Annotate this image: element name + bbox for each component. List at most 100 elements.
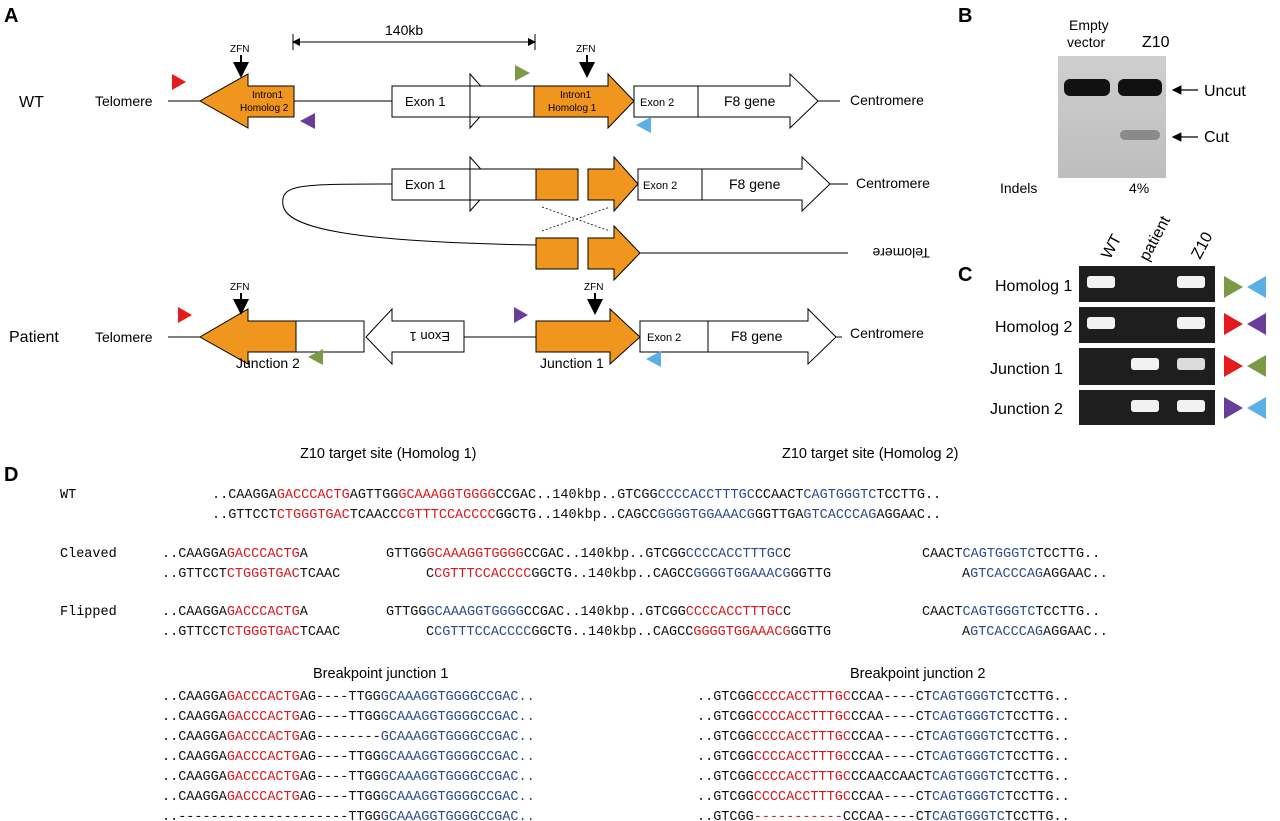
sequence-line: ..CAAGGAGACCCACTGAGTTGGGCAAAGGTGGGGCCGAC… — [212, 488, 941, 503]
mid-centromere-label: Centromere — [856, 175, 930, 191]
cut-label: Cut — [1204, 129, 1229, 146]
sequence-line: ..GTCGGCCCCACCTTTGCCCAA----CTCAGTGGGTCTC… — [697, 790, 1070, 805]
sequence-segment: ..---------------------TTGG — [162, 810, 381, 821]
gel-c-col-wt-group: WT — [1099, 232, 1126, 262]
sequence-line: CCGTTTCCACCCCGGCTG..140kbp..CAGCCGGGGTGG… — [426, 625, 831, 640]
gel-b-lane1-label-2: vector — [1067, 34, 1105, 50]
sequence-segment: GCAAAGGTGGGGCCGAC.. — [381, 690, 535, 705]
sequence-line: ..---------------------TTGGGCAAAGGTGGGGC… — [162, 810, 535, 821]
panel-label-c: C — [958, 264, 972, 286]
sequence-segment: AG----TTGG — [300, 750, 381, 765]
sequence-segment: ..GTCGG — [697, 810, 754, 821]
indels-label: Indels — [1000, 180, 1037, 196]
primer-pair-homolog2-red — [1224, 313, 1243, 335]
primer-pair-junction1-red — [1224, 355, 1243, 377]
primer-purple-patient — [514, 307, 528, 323]
sequence-line: ..GTCGGCCCCACCTTTGCCCAA----CTCAGTGGGTCTC… — [697, 750, 1070, 765]
sequence-segment: TCCTTG.. — [1035, 605, 1100, 620]
sequence-segment: GGGGTGGAAACG — [658, 508, 755, 523]
panel-label-a: A — [4, 5, 18, 27]
mid-orange-left-bottom — [535, 237, 579, 270]
gel-b-band-uncut-lane1 — [1064, 79, 1110, 96]
sequence-segment: GTCACCCAG — [970, 567, 1043, 582]
sequence-segment: GGCTG..140kbp..CAGCC — [531, 567, 693, 582]
sequence-segment: C — [783, 547, 791, 562]
gel-c-band — [1177, 276, 1205, 288]
intron1-homolog2-block — [198, 73, 295, 129]
sequence-line: ..CAAGGAGACCCACTGAG--------GCAAAGGTGGGGC… — [162, 730, 535, 745]
wt-row-label: WT — [19, 94, 44, 111]
wt-intron-box — [469, 85, 535, 118]
zfn-label-patient-right: ZFN — [584, 282, 603, 293]
sequence-segment: ..CAAGGA — [162, 547, 228, 562]
sequence-segment: ..CAAGGA — [162, 730, 228, 745]
sequence-segment: AGTTGG — [350, 488, 399, 503]
sequence-segment: TCCTTG.. — [1005, 710, 1070, 725]
target-site-homolog1-title: Z10 target site (Homolog 1) — [300, 446, 477, 462]
wt-telomere-label: Telomere — [95, 93, 153, 109]
sequence-segment: CAGTGGGTC — [932, 710, 1005, 725]
gel-c-band — [1087, 317, 1115, 329]
sequence-line: ..GTTCCTCTGGGTGACTCAAC — [162, 625, 340, 640]
sequence-segment: CAGTGGGTC — [963, 605, 1036, 620]
gel-c-col-z10: Z10 — [1189, 229, 1217, 261]
primer-green-wt — [515, 65, 530, 81]
sequence-segment: A — [300, 605, 309, 620]
mid-f8-gene-label: F8 gene — [729, 176, 781, 192]
sequence-segment: GTCACCCAG — [803, 508, 876, 523]
sequence-segment: AG----TTGG — [300, 770, 381, 785]
target-site-homolog2-title: Z10 target site (Homolog 2) — [782, 446, 959, 462]
sequence-line: AGTCACCCAGAGGAAC.. — [962, 567, 1108, 582]
sequence-segment: CGTTTCCACCCC — [398, 508, 495, 523]
sequence-segment: CAGTGGGTC — [932, 790, 1005, 805]
sequence-line: ..GTCGGCCCCACCTTTGCCCAA----CTCAGTGGGTCTC… — [697, 730, 1070, 745]
sequence-segment: AGGAAC.. — [1043, 625, 1108, 640]
sequence-segment: GTTGG — [386, 605, 427, 620]
sequence-segment: ..CAAGGA — [162, 710, 228, 725]
sequence-segment: ..CAAGGA — [162, 750, 228, 765]
sequence-segment: CAGTGGGTC — [803, 488, 876, 503]
sequence-segment: GGGGTGGAAACG — [693, 625, 790, 640]
zfn-label-patient-left: ZFN — [230, 282, 249, 293]
sequence-segment: GACCCACTG — [227, 547, 300, 562]
patient-telomere-label: Telomere — [95, 329, 153, 345]
sequence-segment: CCCCACCTTTGC — [754, 770, 851, 785]
sequence-segment: GGTTGA — [755, 508, 805, 523]
patient-centromere-label: Centromere — [850, 325, 924, 341]
sequence-segment: CGTTTCCACCCC — [434, 567, 531, 582]
mid-telomere-flipped-label: Telomere — [872, 245, 930, 261]
sequence-segment: AGGAAC.. — [1043, 567, 1108, 582]
primer-pair-homolog1-blue — [1247, 276, 1266, 298]
sequence-segment: GCAAAGGTGGGG — [427, 605, 524, 620]
sequence-segment: GCAAAGGTGGGG — [427, 547, 524, 562]
sequence-segment: GACCCACTG — [277, 488, 350, 503]
junction1-label: Junction 1 — [540, 355, 604, 371]
sequence-line: ..GTTCCTCTGGGTGACTCAAC — [162, 567, 340, 582]
sequence-segment: CCAACT — [755, 488, 804, 503]
sequence-segment: TCCTTG.. — [1005, 770, 1070, 785]
junction2-label: Junction 2 — [236, 355, 300, 371]
patient-exon1-inverted-label: Exon 1 — [410, 329, 450, 344]
sequence-segment: CAGTGGGTC — [932, 810, 1005, 821]
sequence-segment: ----------- — [754, 810, 843, 821]
sequence-segment: GACCCACTG — [227, 750, 300, 765]
sequence-segment: ..GTCGG — [697, 750, 754, 765]
sequence-segment: CGTTTCCACCCC — [434, 625, 531, 640]
primer-blue-wt — [636, 117, 651, 133]
indels-value: 4% — [1129, 180, 1149, 196]
gel-c-col-z10-group: Z10 — [1189, 229, 1217, 261]
gel-b-band-cut-lane2 — [1120, 130, 1160, 140]
sequence-segment: TCCTTG.. — [1035, 547, 1100, 562]
sequence-segment: GCAAAGGTGGGGCCGAC.. — [381, 730, 535, 745]
sequence-segment: CAGTGGGTC — [963, 547, 1036, 562]
sequence-segment: GGTTG — [791, 567, 832, 582]
gel-c-row-junction1: Junction 1 — [990, 361, 1063, 378]
sequence-segment: CCCCACCTTTGC — [686, 605, 783, 620]
primer-pair-homolog1-green — [1224, 276, 1243, 298]
sequence-segment: A — [962, 625, 971, 640]
primer-red-wt — [172, 74, 186, 90]
sequence-segment: CTGGGTGAC — [227, 567, 300, 582]
patient-exon2-label: Exon 2 — [647, 332, 681, 344]
sequence-segment: AG----TTGG — [300, 690, 381, 705]
